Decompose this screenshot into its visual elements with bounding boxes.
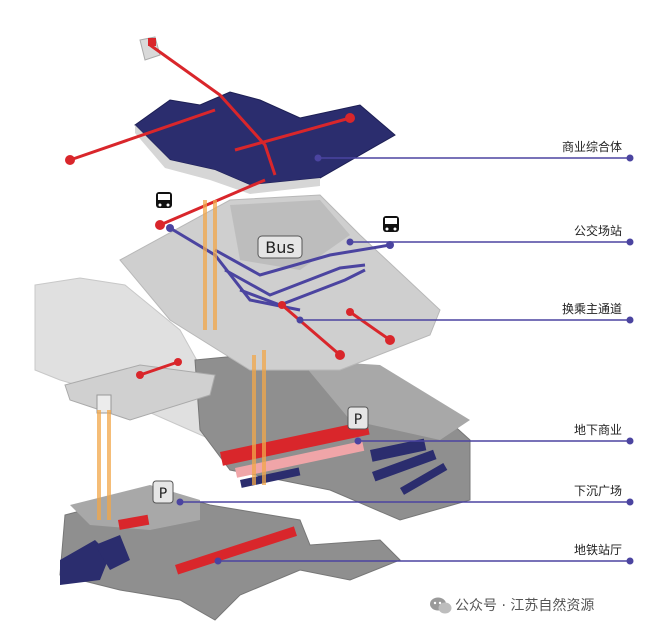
bus-sign-text: Bus	[265, 238, 294, 257]
left-platform-red-node-2	[174, 358, 182, 366]
bus-icon	[156, 192, 172, 208]
watermark-text: 公众号 · 江苏自然资源	[455, 597, 594, 614]
leader-nodes	[176, 154, 634, 565]
parking-icon	[152, 480, 174, 504]
commercial-red-paths	[69, 43, 351, 227]
transfer-node-1	[166, 224, 174, 232]
transfer-node-2	[386, 241, 394, 249]
bus-icon	[383, 216, 399, 232]
commercial-complex-slab	[134, 91, 396, 186]
underground-commerce-top-plate	[300, 360, 470, 440]
label-metro-hall: 地铁站厅	[574, 543, 622, 557]
parking-sign-1-text: P	[354, 412, 362, 428]
top-tower-red	[148, 38, 156, 46]
underground-shops	[220, 420, 448, 495]
label-transfer-corridor: 换乘主通道	[562, 302, 622, 316]
label-sunken-plaza: 下沉广场	[574, 484, 622, 498]
transfer-corridor-paths	[169, 226, 391, 312]
commercial-complex-rim	[135, 125, 320, 194]
left-platform-red-node-1	[136, 371, 144, 379]
vertical-shafts	[97, 200, 266, 520]
label-underground-commerce: 地下商业	[574, 422, 622, 437]
parking-icon	[347, 406, 369, 430]
bus-station-red-paths	[281, 303, 391, 357]
wechat-icon	[430, 597, 452, 614]
metro-shops	[60, 514, 297, 585]
left-platform-red-path	[139, 360, 179, 377]
bus-station-red-nodes	[278, 301, 395, 360]
leader-lines	[180, 157, 630, 562]
left-small-box	[96, 394, 112, 414]
label-bus-station: 公交场站	[574, 223, 622, 238]
label-commercial-complex: 商业综合体	[562, 139, 622, 154]
parking-sign-2-text: P	[159, 486, 167, 502]
bus-sign-box	[257, 235, 303, 259]
commercial-red-nodes	[65, 113, 355, 230]
bus-station-slab	[119, 194, 441, 371]
